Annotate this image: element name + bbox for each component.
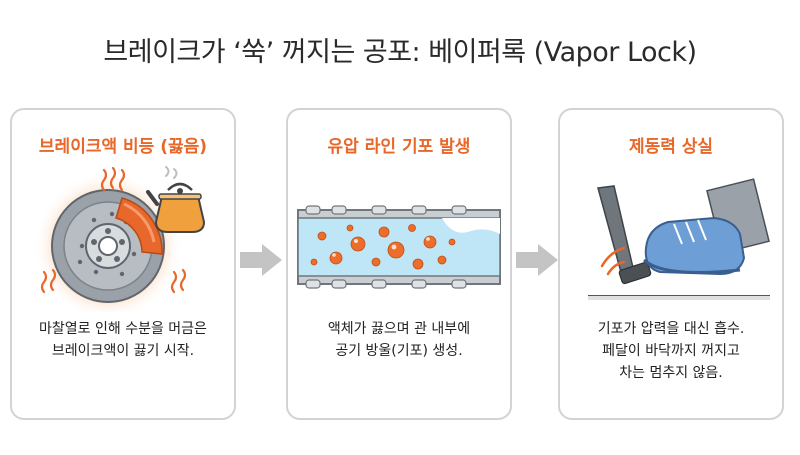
panel-title: 제동력 상실 — [628, 137, 714, 157]
shoe-icon — [642, 178, 770, 276]
panel-desc-line: 액체가 끓으며 관 내부에 — [327, 321, 471, 337]
panel-desc-line: 페달이 바닥까지 꺼지고 — [602, 343, 740, 359]
flow-arrow-icon — [516, 244, 558, 276]
kettle-icon — [146, 166, 206, 233]
panel-title: 브레이크액 비등 (끓음) — [38, 137, 208, 157]
panel-desc-line: 브레이크액이 끓기 시작. — [51, 343, 195, 359]
panel-desc-line: 차는 멈추지 않음. — [619, 365, 723, 381]
pipe-bubbles-icon — [297, 205, 501, 289]
heat-wave-icon — [40, 166, 187, 294]
brake-disc-icon — [34, 166, 206, 312]
panel-desc-line: 공기 방울(기포) 생성. — [335, 343, 463, 359]
page-title: 브레이크가 ‘쑥’ 꺼지는 공포: 베이퍼록 (Vapor Lock) — [103, 37, 697, 68]
panel-braking-loss: 제동력 상실 기포가 압력을 대신 흡수. 페달이 바닥까지 꺼지고 차는 멈추… — [558, 108, 784, 420]
flow-arrow-icon — [240, 244, 282, 276]
panel-desc-line: 마찰열로 인해 수분을 머금은 — [39, 321, 207, 337]
panel-desc-line: 기포가 압력을 대신 흡수. — [597, 321, 745, 337]
brake-pedal-icon — [588, 178, 770, 300]
panel-bubble-formation: 유압 라인 기포 발생 액체가 끓으며 관 내부에 공기 방울(기 — [286, 108, 512, 420]
panel-fluid-boiling: 브레이크액 비등 (끓음) — [10, 108, 236, 420]
panel-title: 유압 라인 기포 발생 — [327, 137, 471, 157]
